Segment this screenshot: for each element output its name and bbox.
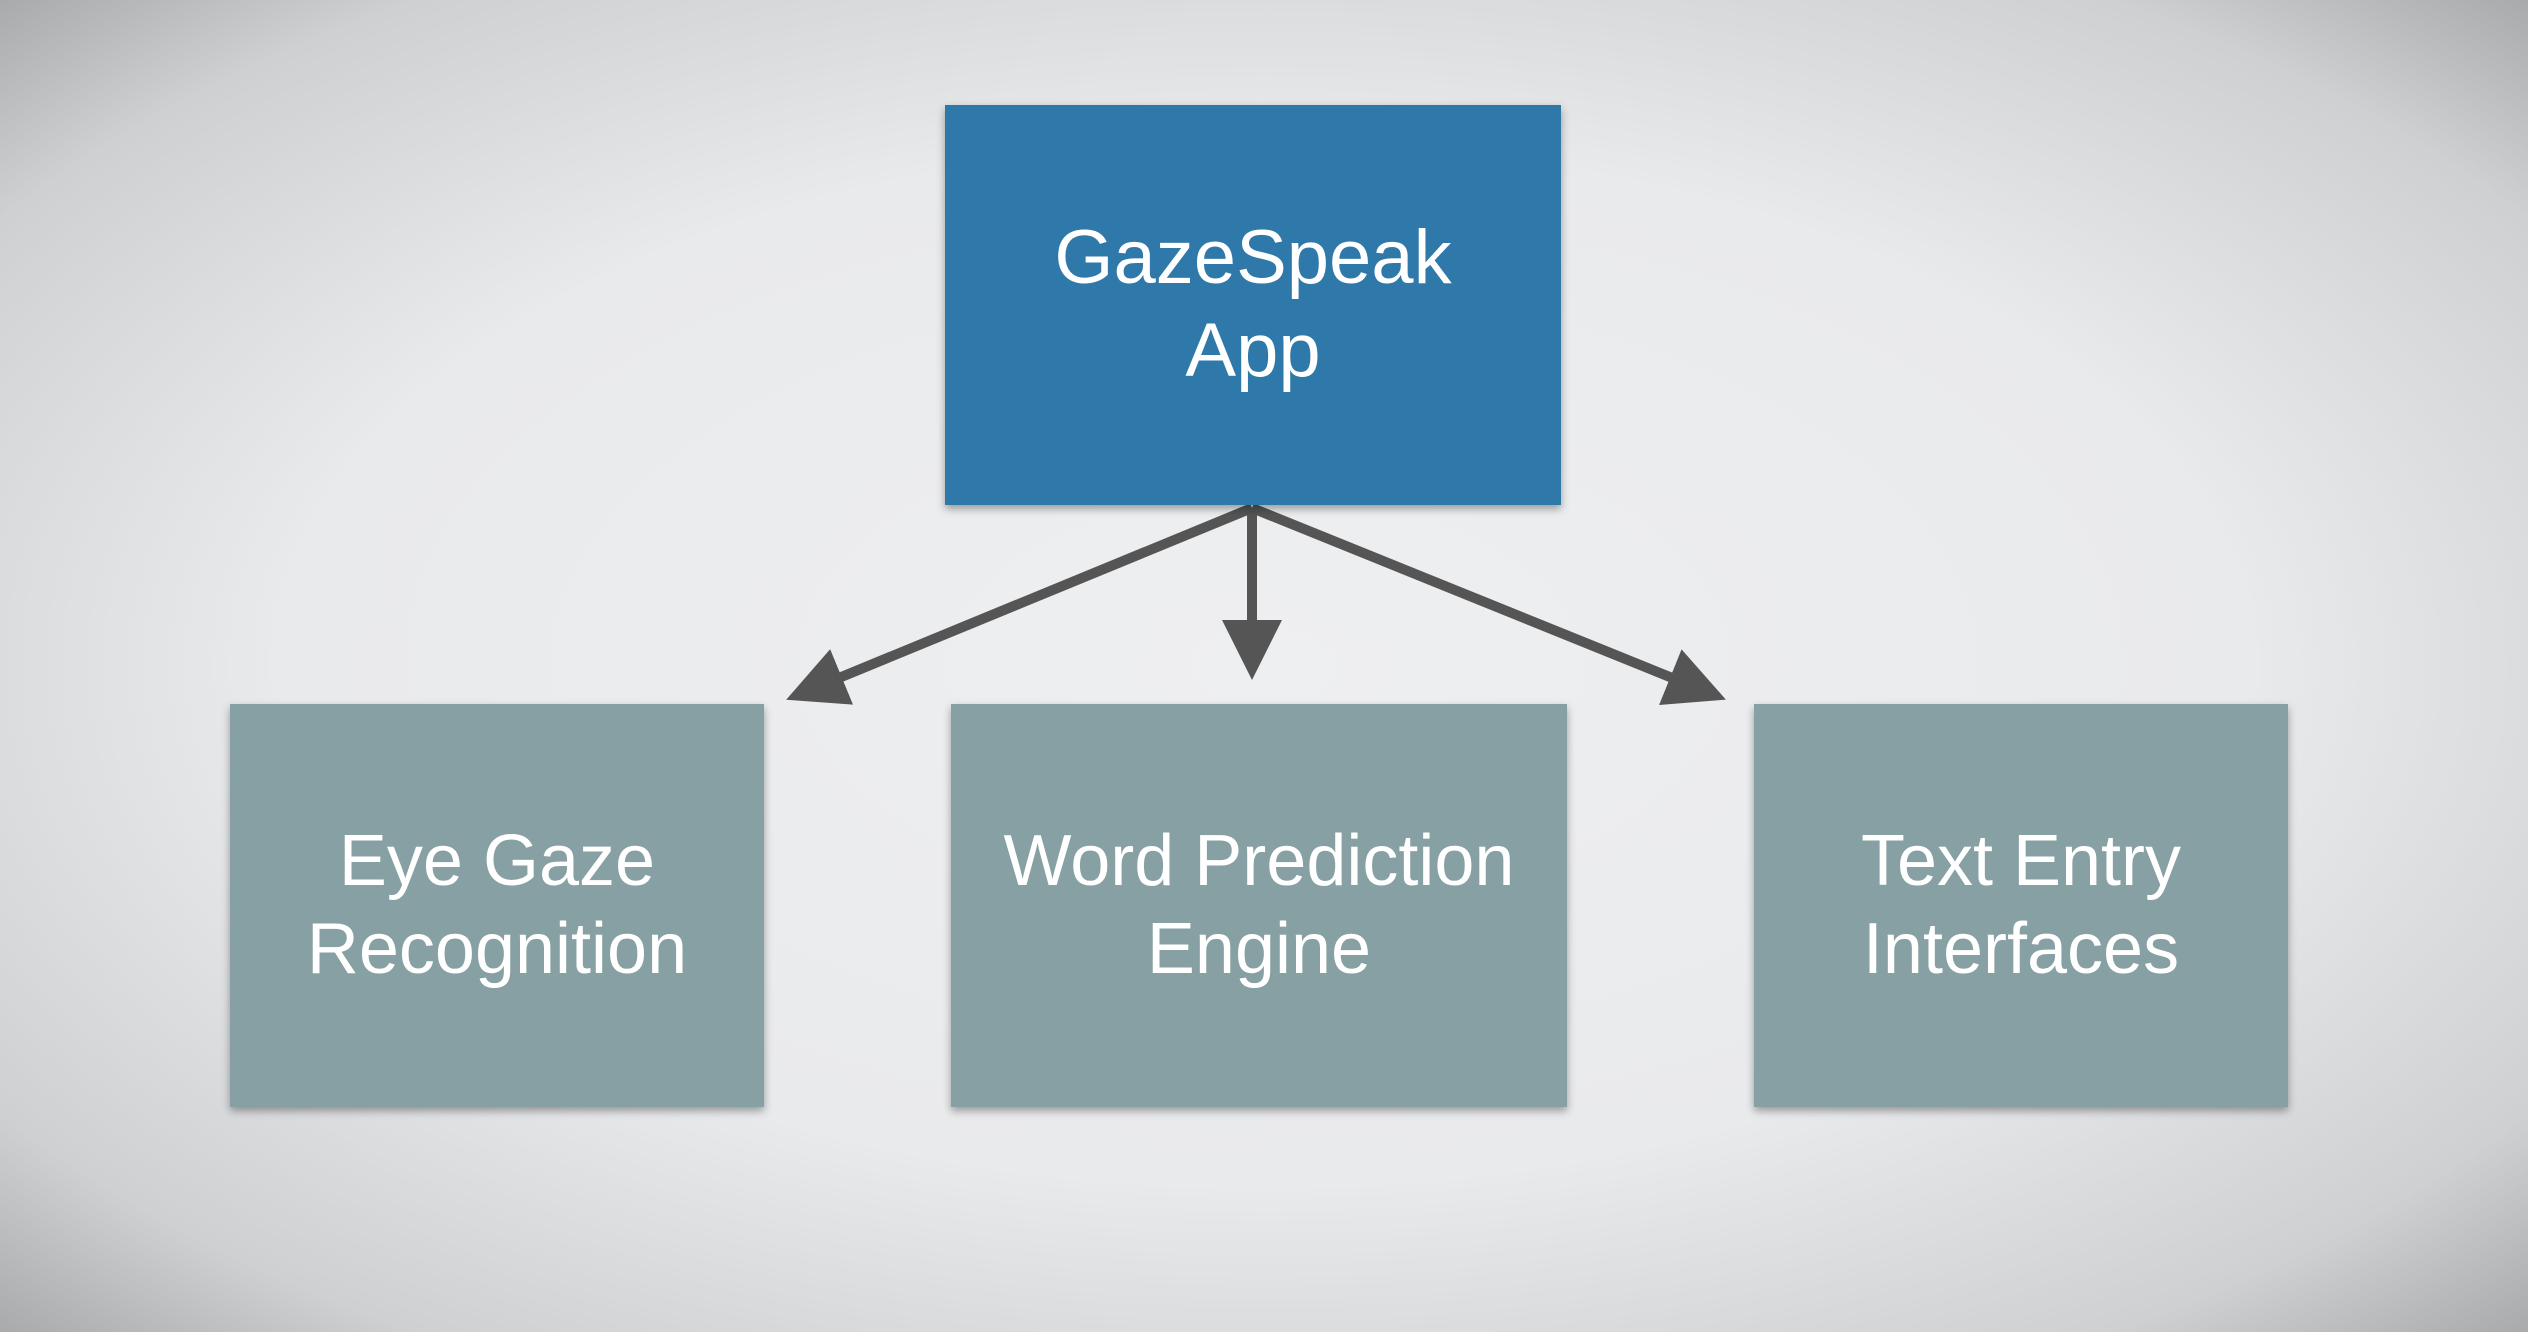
child-line2: Interfaces xyxy=(1862,908,2180,989)
child-line1: Eye Gaze xyxy=(338,820,656,901)
child-line2: Engine xyxy=(1146,908,1372,989)
root-line2: App xyxy=(1185,308,1321,393)
arrow-to-eye-gaze xyxy=(786,503,1254,705)
arrow-to-text-entry xyxy=(1250,503,1726,705)
child-line1: Text Entry xyxy=(1860,820,2182,901)
child-line2: Recognition xyxy=(306,908,688,989)
child-line1: Word Prediction xyxy=(1003,820,1515,901)
root-line1: GazeSpeak xyxy=(1054,215,1452,301)
